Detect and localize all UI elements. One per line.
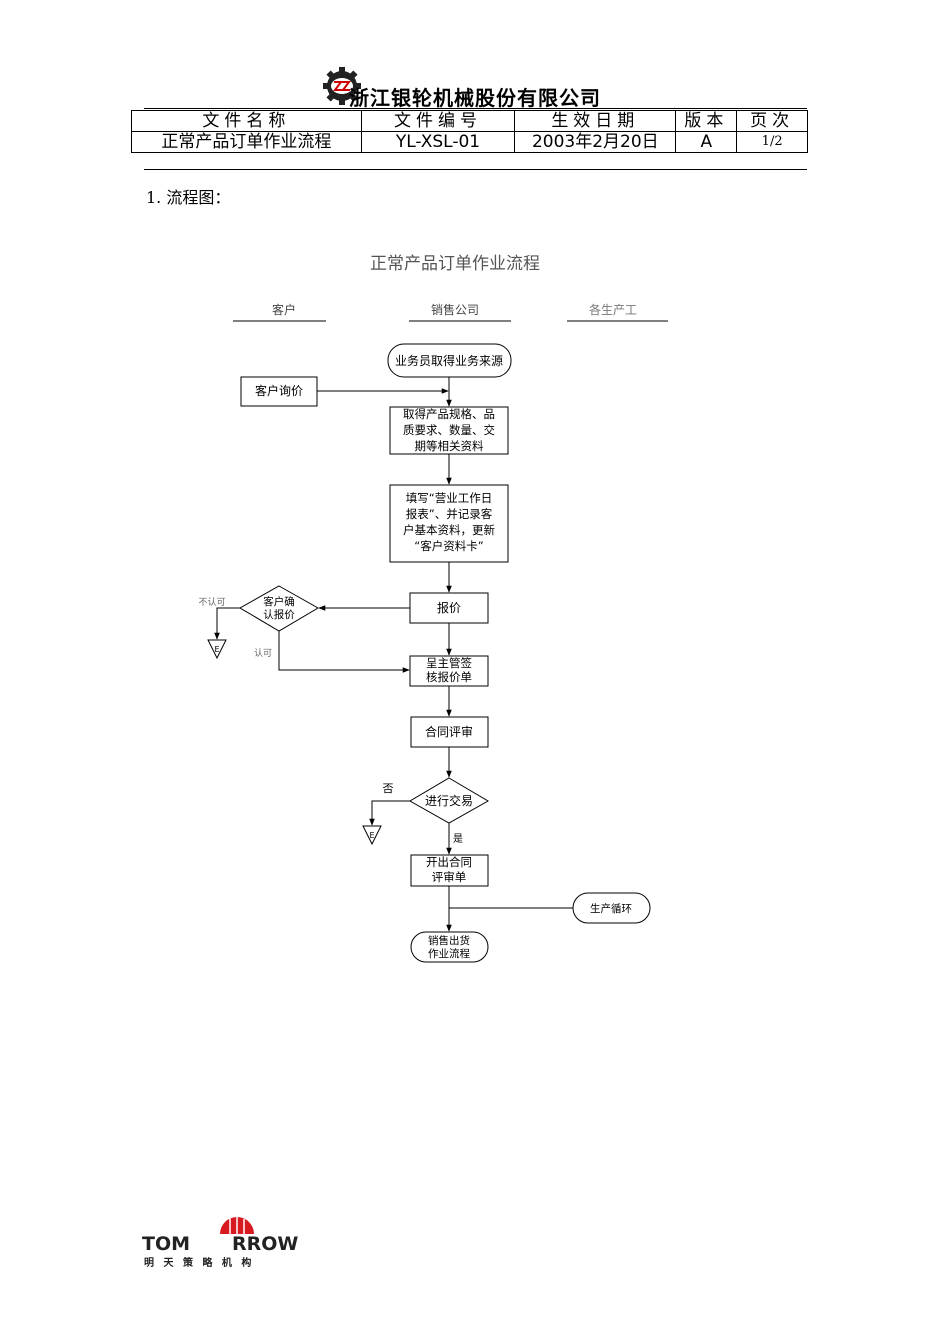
node-fill-report-line: “客户资料卡”	[414, 539, 483, 553]
brand-wordmark-left: TOM	[142, 1233, 190, 1255]
node-get-specs	[389, 406, 509, 455]
node-quote-label: 报价	[437, 600, 461, 615]
section-title: 1. 流程图：	[146, 188, 231, 207]
node-issue-line: 评审单	[432, 870, 467, 884]
footer-brand-logo: TOM RROW 明 天 策 略 机 构	[142, 1217, 298, 1269]
node-shipment	[410, 931, 489, 963]
node-fill-report-line: 户基本资料，更新	[403, 523, 495, 537]
brand-wordmark-right: RROW	[232, 1233, 298, 1255]
node-get-specs-line: 取得产品规格、品	[403, 407, 495, 421]
page-value: 1/2	[736, 131, 808, 153]
document-info-table: 文件名称 文件编号 生效日期 版本 页次 正常产品订单作业流程 YL-XSL-0…	[131, 110, 808, 153]
end-mark-1	[207, 639, 227, 660]
label-yes: 是	[453, 833, 463, 845]
table-header-row: 文件名称 文件编号 生效日期 版本 页次	[131, 110, 808, 132]
version-value: A	[675, 131, 738, 153]
end-mark-1-label: E	[214, 645, 219, 654]
brand-tagline: 明 天 策 略 机 构	[144, 1256, 254, 1269]
node-fill-report-line: 填写“营业工作日	[406, 491, 492, 505]
node-approve-line: 核报价单	[426, 670, 472, 684]
node-trade-label: 进行交易	[425, 793, 473, 808]
lane-production: 各生产工	[589, 302, 637, 317]
node-issue	[410, 854, 489, 887]
effective-date-value: 2003年2月20日	[514, 131, 677, 153]
lane-sales: 销售公司	[431, 302, 479, 317]
file-number-value: YL-XSL-01	[360, 131, 516, 153]
company-logo-gear-icon	[323, 67, 361, 105]
edge-no	[369, 800, 410, 826]
edge-reject	[214, 607, 240, 640]
edge-accept	[278, 631, 410, 673]
flowchart-title: 正常产品订单作业流程	[370, 254, 540, 274]
node-shipment-line: 作业流程	[428, 947, 470, 960]
node-review-label: 合同评审	[425, 724, 473, 739]
node-review	[410, 716, 489, 748]
node-shipment-line: 销售出货	[428, 934, 470, 947]
header-rule-bottom	[144, 169, 807, 170]
node-inquiry	[240, 376, 318, 407]
node-get-specs-line: 质要求、数量、交	[403, 423, 495, 437]
col-file-number: 文件编号	[360, 110, 516, 132]
node-approve	[409, 655, 489, 687]
end-mark-2	[362, 825, 382, 846]
end-mark-2-label: E	[369, 831, 374, 840]
col-effective-date: 生效日期	[514, 110, 677, 132]
node-get-specs-line: 期等相关资料	[415, 439, 484, 453]
node-production-loop-label: 生产循环	[590, 902, 632, 915]
node-confirm-line: 客户确	[263, 595, 295, 608]
label-accept: 认可	[254, 647, 272, 659]
lane-customer: 客户	[272, 302, 296, 317]
node-start-label: 业务员取得业务来源	[395, 353, 503, 368]
node-confirm-line: 认报价	[263, 608, 295, 621]
node-fill-report	[389, 484, 509, 563]
node-inquiry-label: 客户询价	[255, 383, 303, 398]
label-reject: 不认可	[198, 596, 225, 608]
company-name: 浙江银轮机械股份有限公司	[349, 86, 601, 110]
flowchart: 正常产品订单作业流程 客户 销售公司 各生产工	[198, 254, 668, 963]
table-row: 正常产品订单作业流程 YL-XSL-01 2003年2月20日 A 1/2	[131, 131, 808, 153]
header-rule-top	[144, 108, 807, 109]
node-fill-report-line: 报表”、并记录客	[406, 507, 493, 521]
node-approve-line: 呈主管签	[426, 656, 472, 670]
label-no: 否	[383, 782, 394, 795]
node-issue-line: 开出合同	[426, 855, 472, 869]
